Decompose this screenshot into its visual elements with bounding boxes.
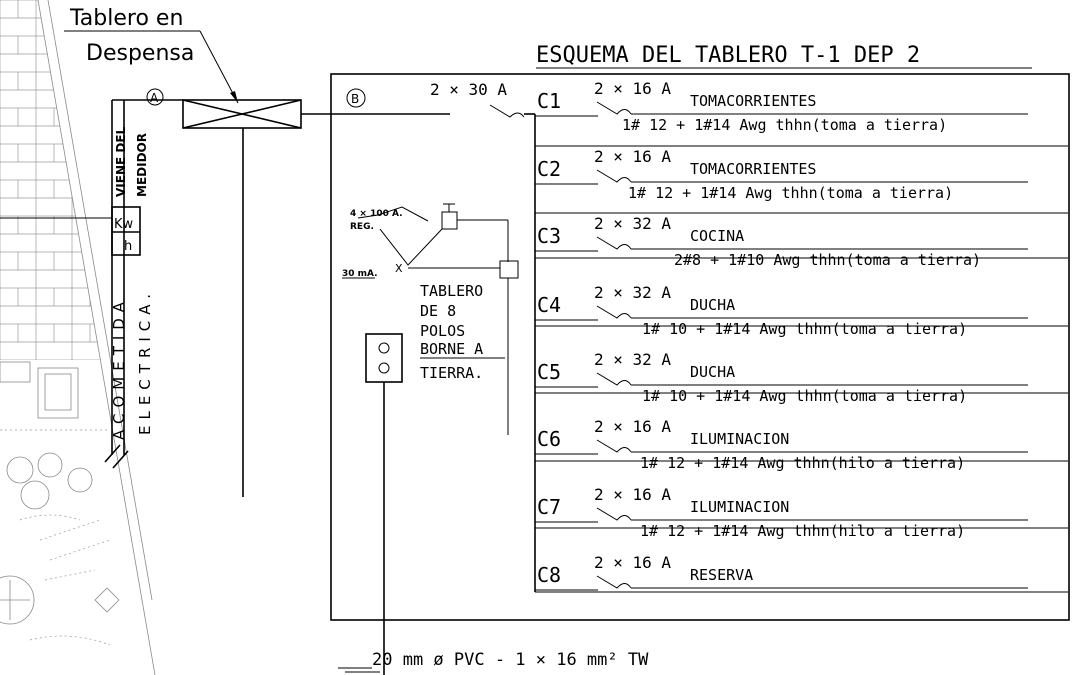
main-breaker-label: 2 × 30 A [430,80,507,99]
circuit-name: TOMACORRIENTES [690,160,816,178]
circuit-id: C7 [537,495,561,519]
circuit-breaker-label: 2 × 32 A [594,214,671,233]
svg-text:B: B [351,92,359,106]
diagram-title: ESQUEMA DEL TABLERO T-1 DEP 2 [536,43,920,68]
circuit-breaker-label: 2 × 16 A [594,79,671,98]
circuit-id: C4 [537,293,561,317]
circuit-name: RESERVA [690,566,753,584]
circuit-cable-spec: 1# 12 + 1#14 Awg thhn(hilo a tierra) [640,454,965,472]
circuit-id: C5 [537,360,561,384]
breaker-symbol [596,169,632,183]
breaker-symbol [596,101,632,115]
circuit-breaker-label: 2 × 16 A [594,553,671,572]
callout-line2: Despensa [86,41,194,66]
meter-box [111,206,141,256]
ground-label-line2: TIERRA. [420,364,483,382]
note-line3: POLOS [420,322,465,340]
circuit-cable-spec: 1# 12 + 1#14 Awg thhn(hilo a tierra) [640,522,965,540]
rcd-label: 30 mA. [342,269,378,279]
breaker-symbol [596,575,632,589]
breaker-symbol [596,305,632,319]
circuit-name: DUCHA [690,363,735,381]
svg-text:A: A [150,91,159,105]
main-breaker: B 2 × 30 A [346,80,536,592]
viene-del-label: VIENE DEL [114,126,128,197]
acometida-label: ACOMETIDA [110,296,128,440]
switch-label-line2: REG. [350,222,374,232]
circuit-breaker-label: 2 × 16 A [594,417,671,436]
breaker-symbol [596,507,632,521]
circuit-id: C8 [537,563,561,587]
circuit-breaker-label: 2 × 16 A [594,485,671,504]
breaker-symbol [596,372,632,386]
circuit-cable-spec: 1# 10 + 1#14 Awg thhn(toma a tierra) [642,387,967,405]
medidor-label: MEDIDOR [135,133,149,197]
note-line1: TABLERO [420,282,483,300]
note-line2: DE 8 [420,302,456,320]
breaker-symbol [596,439,632,453]
circuit-name: DUCHA [690,296,735,314]
circuit-cable-spec: 2#8 + 1#10 Awg thhn(toma a tierra) [674,251,981,269]
electrica-label: ELECTRICA. [136,288,154,435]
circuit-name: ILUMINACION [690,498,789,516]
ground-terminal [365,333,403,675]
ground-label-line1: BORNE A [420,340,483,358]
circuit-id: C6 [537,427,561,451]
marker-a [146,88,164,106]
circuit-id: C2 [537,157,561,181]
circuit-name: COCINA [690,227,744,245]
switch-label-line1: 4 × 100 A. [350,209,403,219]
circuit-breaker-label: 2 × 16 A [594,147,671,166]
circuit-cable-spec: 1# 12 + 1#14 Awg thhn(toma a tierra) [622,116,947,134]
conduit-label: 20 mm ø PVC - 1 × 16 mm² TW [372,650,649,670]
conduit-note: 20 mm ø PVC - 1 × 16 mm² TW [338,650,649,673]
breaker-symbol [596,236,632,250]
meter-label-h: h [124,239,132,254]
marker-b [346,88,366,108]
circuit-breaker-label: 2 × 32 A [594,283,671,302]
circuit-id: C3 [537,224,561,248]
circuit-list: C1 2 × 16 A TOMACORRIENTES 1# 12 + 1#14 Awg… [535,79,1068,593]
service-entrance: Kw h VIENE DEL MEDIDOR ACOMETIDA ELECTRI… [0,88,183,469]
circuit-id: C1 [537,89,561,113]
meter-label: Kw [114,217,134,232]
callout-line1: Tablero en [69,6,183,31]
board-frame [330,73,1070,621]
circuit-cable-spec: 1# 12 + 1#14 Awg thhn(toma a tierra) [628,184,953,202]
circuit-name: ILUMINACION [690,430,789,448]
circuit-cable-spec: 1# 10 + 1#14 Awg thhn(toma a tierra) [642,320,967,338]
despensa-panel: Tablero en Despensa [64,6,450,497]
circuit-name: TOMACORRIENTES [690,92,816,110]
circuit-breaker-label: 2 × 32 A [594,350,671,369]
x-mark: X [395,262,403,275]
subpanel-protection: 4 × 100 A. REG. 30 mA. X [342,203,519,435]
